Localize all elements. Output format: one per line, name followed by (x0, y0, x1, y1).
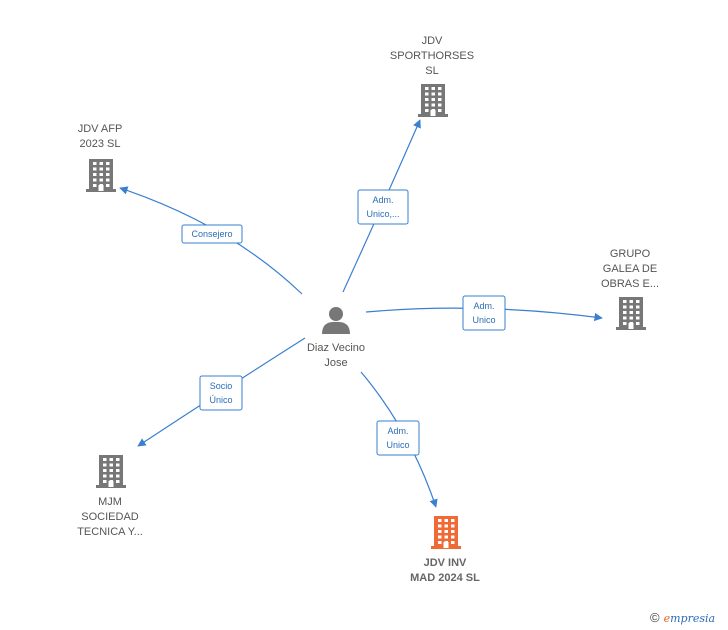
edge-label-text: Adm. (372, 195, 393, 205)
node-label-line: JDV INV (424, 557, 467, 569)
node-label-line: SOCIEDAD (81, 511, 139, 523)
edge-grupo-galea: Adm. Unico (365, 295, 603, 331)
company-name-jdv-sporthorses: JDV SPORTHORSES SL (390, 35, 474, 77)
edge-label-text: Unico (386, 440, 409, 450)
node-label-line: Jose (324, 357, 347, 369)
edge-label-box (462, 295, 506, 331)
edge-label-box (199, 375, 243, 411)
company-name-grupo-galea: GRUPO GALEA DE OBRAS E... (601, 248, 659, 290)
building-icon-jdv-sporthorses[interactable] (418, 84, 448, 117)
copyright-symbol: © (650, 610, 660, 625)
building-icon-mjm-sociedad[interactable] (96, 455, 126, 488)
edge-jdv-sporthorses: Adm. Unico,... (342, 119, 421, 293)
edge-label-text: Único (209, 395, 232, 405)
node-label-line: SL (425, 65, 438, 77)
node-label-line: JDV (422, 35, 443, 47)
building-icon-jdv-inv[interactable] (431, 516, 461, 549)
edge-label-box (357, 189, 409, 225)
brand-logo-first: e (663, 612, 671, 625)
edge-label-text: Socio (210, 381, 233, 391)
edge-label-box (181, 224, 243, 244)
edge-label-text: Adm. (473, 301, 494, 311)
edge-label-jdv-sporthorses[interactable]: Adm. Unico,... (357, 189, 409, 225)
node-label-line: MJM (98, 496, 122, 508)
node-label-line: TECNICA Y... (77, 526, 143, 538)
node-label-line: SPORTHORSES (390, 50, 474, 62)
node-label-line: GALEA DE (603, 263, 657, 275)
edge-label-jdv-inv[interactable]: Adm. Unico (376, 420, 420, 456)
node-label-line: MAD 2024 SL (410, 572, 480, 584)
node-label-line: OBRAS E... (601, 278, 659, 290)
node-label-line: 2023 SL (80, 138, 121, 150)
company-name-jdv-inv: JDV INV MAD 2024 SL (410, 557, 480, 584)
brand-footer: ©empresia (650, 610, 715, 625)
brand-logo-rest: mpresia (670, 612, 716, 625)
node-label-line: GRUPO (610, 248, 651, 260)
person-icon[interactable] (322, 307, 350, 334)
edge-jdv-inv: Adm. Unico (360, 371, 438, 508)
node-label-line: Diaz Vecino (307, 342, 365, 354)
node-label-line: JDV AFP (78, 123, 123, 135)
company-name-jdv-afp: JDV AFP 2023 SL (78, 123, 123, 150)
edge-label-text: Unico (472, 315, 495, 325)
edge-jdv-afp: Consejero (119, 186, 303, 295)
edge-label-text: Adm. (387, 426, 408, 436)
edge-label-box (376, 420, 420, 456)
edge-label-text: Unico,... (366, 209, 399, 219)
edge-label-grupo-galea[interactable]: Adm. Unico (462, 295, 506, 331)
company-name-mjm-sociedad: MJM SOCIEDAD TECNICA Y... (77, 496, 143, 538)
edge-label-text: Consejero (191, 229, 232, 239)
edge-label-jdv-afp[interactable]: Consejero (181, 224, 243, 244)
building-icon-grupo-galea[interactable] (616, 297, 646, 330)
building-icon-jdv-afp[interactable] (86, 159, 116, 192)
